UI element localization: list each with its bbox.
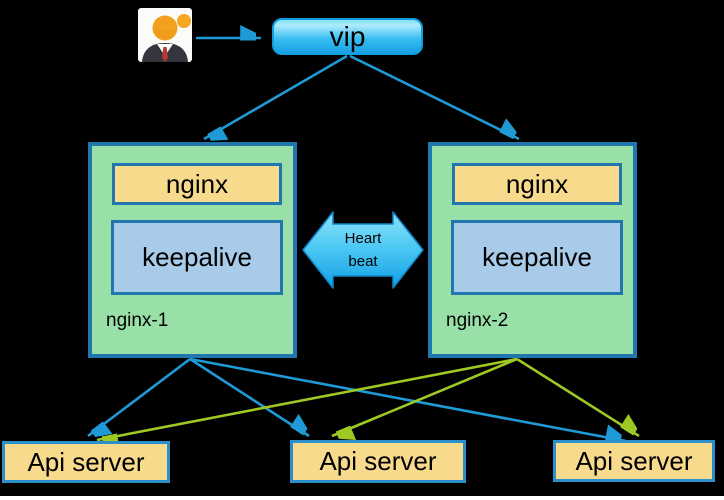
vip-node: vip [272,18,423,55]
nginx2-nginx-label: nginx [505,168,569,199]
user-icon [138,8,192,62]
nginx1-nginx-box: nginx [112,163,282,205]
heartbeat-label-line2: beat [348,253,378,270]
api-server-1: Api server [2,441,170,483]
nginx1-nginx-label: nginx [165,168,229,199]
api-server-2: Api server [290,440,466,483]
api-server-3: Api server [553,440,715,482]
nginx1-keepalive-box: keepalive [111,220,283,295]
nginx2-keepalive-box: keepalive [451,220,623,295]
nginx2-name-label: nginx-2 [446,310,509,331]
api-server-1-label: Api server [27,446,145,477]
heartbeat-label-line1: Heart [344,230,382,247]
nginx1-name-label: nginx-1 [106,310,169,331]
vip-label: vip [329,20,366,52]
nginx2-nginx-box: nginx [452,163,622,205]
nginx1-cluster: nginx keepalive nginx-1 [88,142,297,358]
api-server-2-label: Api server [319,446,437,476]
businessman-icon [138,8,192,62]
nginx2-cluster: nginx keepalive nginx-2 [428,142,637,358]
heartbeat-label: Heart beat [330,227,396,273]
nginx2-keepalive-label: keepalive [482,242,592,272]
api-server-3-label: Api server [575,445,693,476]
slide-bottom-edge [0,496,724,500]
nginx1-keepalive-label: keepalive [142,242,252,272]
